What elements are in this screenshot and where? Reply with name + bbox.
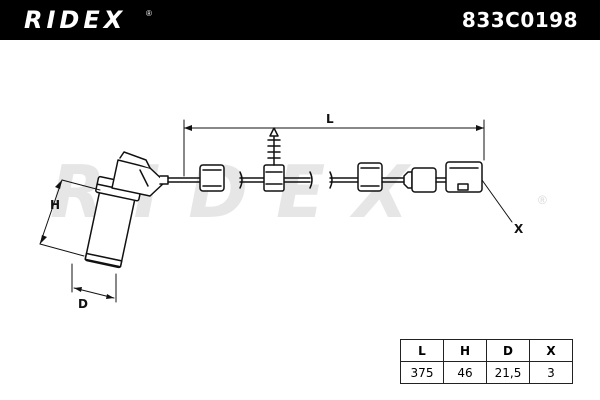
table-cell: 46: [443, 361, 487, 384]
table-header-cell: L: [400, 339, 444, 362]
grommet: [199, 164, 225, 192]
grommet: [357, 162, 383, 192]
dimension-label-l: L: [326, 112, 334, 126]
plug-connector: [445, 161, 483, 193]
watermark-registered-mark: ®: [538, 193, 547, 207]
header-bar: RIDEX ® 833C0198: [0, 0, 600, 40]
dimension-label-d: D: [78, 297, 88, 311]
mounting-clip: [263, 127, 285, 192]
table-header-cell: H: [443, 339, 487, 362]
table-header-cell: D: [486, 339, 530, 362]
sensor-neck: [111, 159, 166, 197]
table-cell: 21,5: [486, 361, 530, 384]
table-row: 375 46 21,5 3: [400, 361, 573, 384]
part-number: 833C0198: [461, 8, 578, 32]
specification-table: L H D X 375 46 21,5 3: [400, 339, 573, 384]
table-cell: 3: [529, 361, 573, 384]
table-header-cell: X: [529, 339, 573, 362]
dimension-label-h: H: [50, 198, 61, 212]
dimension-label-x: X: [514, 222, 524, 236]
table-header-row: L H D X: [400, 339, 573, 362]
sensor-drawing: [39, 119, 513, 303]
table-cell: 375: [400, 361, 444, 384]
registered-mark: ®: [146, 9, 152, 18]
brand-logo: RIDEX: [24, 6, 127, 34]
